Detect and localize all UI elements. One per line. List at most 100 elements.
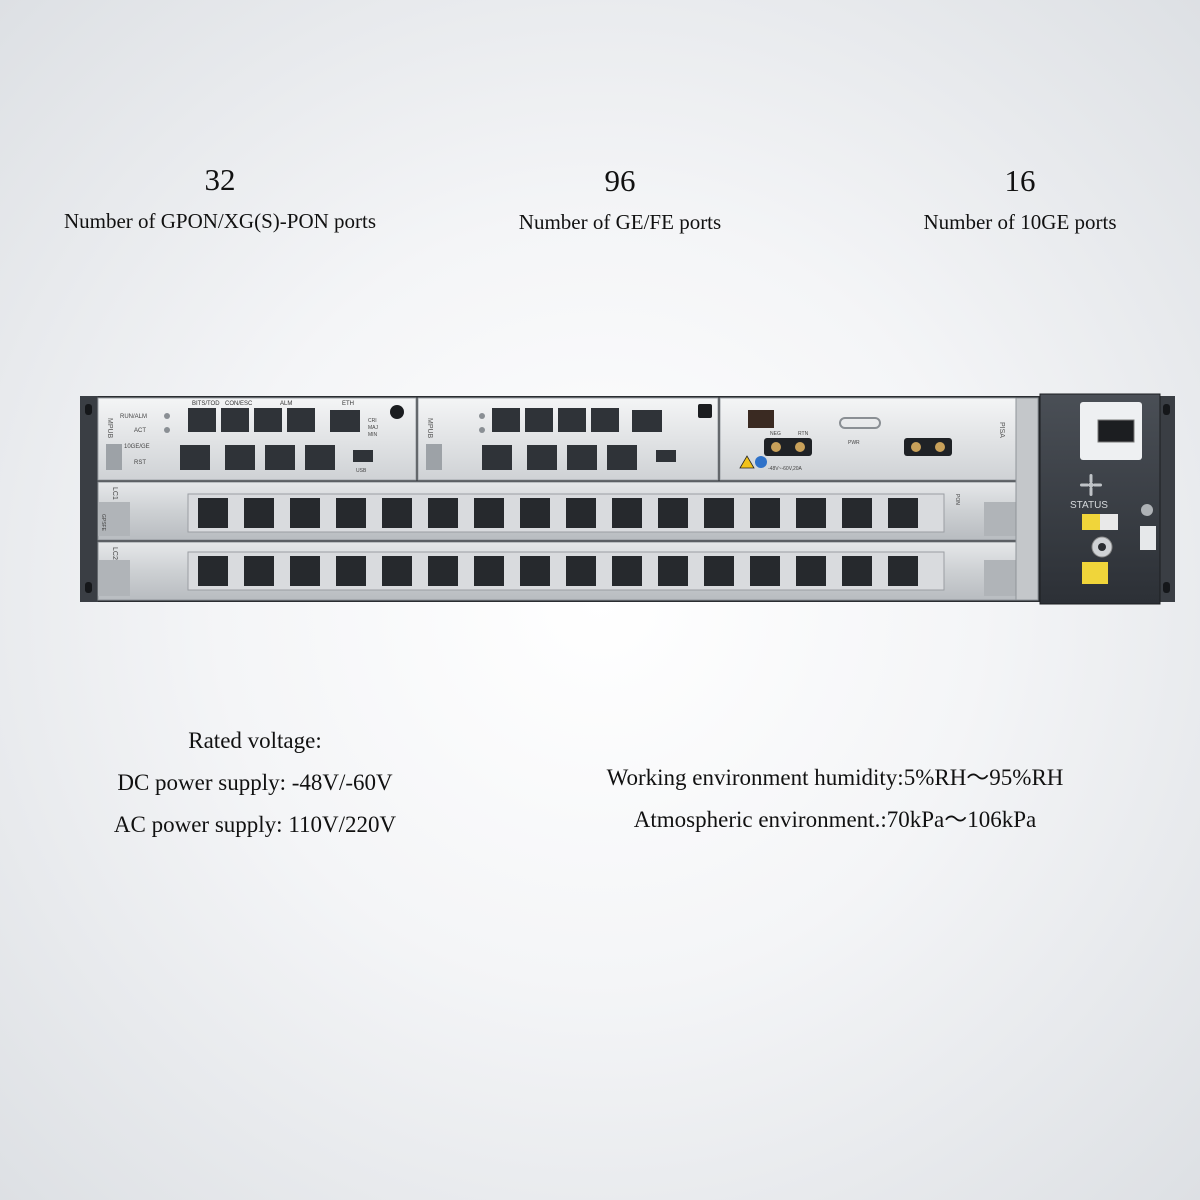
label-eth: ETH xyxy=(342,401,354,407)
label-runalm: RUN/ALM xyxy=(120,414,147,420)
rj45-port xyxy=(188,408,216,432)
label-min: MIN xyxy=(368,432,378,438)
label-maj: MAJ xyxy=(368,425,379,431)
ground-icon xyxy=(1140,526,1156,550)
gpon-port xyxy=(842,498,872,528)
sfp-cage xyxy=(607,445,637,470)
gpon-port xyxy=(704,556,734,586)
card-type: GPSFE xyxy=(100,514,106,532)
power-switch xyxy=(748,410,774,428)
rj45-port xyxy=(221,408,249,432)
env-humidity: Working environment humidity:5%RH～95%RH xyxy=(606,765,1064,790)
label-usb: USB xyxy=(356,468,367,474)
sfp-cage xyxy=(225,445,255,470)
stat-gpon-ports: 32 Number of GPON/XG(S)-PON ports xyxy=(40,162,400,234)
gpon-port xyxy=(244,498,274,528)
gpon-port-row xyxy=(198,498,918,528)
fan-status-panel: STATUS xyxy=(1039,393,1161,605)
stat-label: Number of GPON/XG(S)-PON ports xyxy=(63,209,377,233)
gpon-port xyxy=(520,556,550,586)
gpon-port xyxy=(566,498,596,528)
rj45-port xyxy=(632,410,662,432)
rj45-port xyxy=(591,408,619,432)
line-card-2: LC2 xyxy=(97,541,1017,601)
gpon-port xyxy=(750,556,780,586)
stat-value: 96 xyxy=(604,163,636,198)
mpu-board-right: MPUB xyxy=(417,397,719,481)
gpon-port xyxy=(474,498,504,528)
line-card-1: LC1 GPSFE PON xyxy=(97,481,1017,541)
gpon-port xyxy=(888,556,918,586)
screw xyxy=(1141,504,1153,516)
status-label: STATUS xyxy=(1070,500,1108,511)
sfp-cage xyxy=(482,445,512,470)
gpon-port xyxy=(612,498,642,528)
gpon-port xyxy=(198,556,228,586)
voltage-ac: AC power supply: 110V/220V xyxy=(113,812,397,837)
env-atmosphere: Atmospheric environment.:70kPa～106kPa xyxy=(633,807,1037,832)
rated-voltage-block: Rated voltage: DC power supply: -48V/-60… xyxy=(40,720,470,846)
gpon-port xyxy=(658,556,688,586)
label-neg: NEG xyxy=(770,431,781,437)
gpon-port xyxy=(428,556,458,586)
gpon-port xyxy=(842,556,872,586)
rj45-port xyxy=(287,408,315,432)
sfp-cage xyxy=(527,445,557,470)
warning-icon xyxy=(739,455,755,469)
label-con: CON/ESC xyxy=(225,401,253,407)
label-pwr: PWR xyxy=(848,440,860,446)
psu-name: PISA xyxy=(998,422,1005,438)
ejector-handle xyxy=(984,560,1016,596)
gpon-port-row xyxy=(198,556,918,586)
mpu-left-name: MPUB xyxy=(106,418,113,439)
label-act: ACT xyxy=(134,428,146,434)
lc2-name: LC2 xyxy=(111,547,118,560)
stat-value: 32 xyxy=(204,162,236,197)
rj45-port xyxy=(525,408,553,432)
stat-value: 16 xyxy=(1004,163,1036,198)
gpon-port xyxy=(566,556,596,586)
screw xyxy=(698,404,712,418)
voltage-title: Rated voltage: xyxy=(188,728,322,753)
ejector-handle xyxy=(98,502,130,536)
ejector-handle xyxy=(984,502,1016,536)
environment-block: Working environment humidity:5%RH～95%RH … xyxy=(560,757,1110,841)
sfp-cage xyxy=(180,445,210,470)
gpon-port xyxy=(290,498,320,528)
gpon-port xyxy=(658,498,688,528)
hazard-label-icon xyxy=(1100,514,1118,530)
gpon-port xyxy=(336,498,366,528)
label-bits: BITS/TOD xyxy=(192,401,220,407)
power-board: NEG RTN PWR -48V~-60V,20A PISA xyxy=(719,397,1017,481)
stat-label: Number of GE/FE ports xyxy=(518,210,722,234)
ejector-handle xyxy=(426,444,442,470)
stat-label: Number of 10GE ports xyxy=(923,210,1117,234)
gpon-port xyxy=(888,498,918,528)
label-rst: RST xyxy=(134,460,146,466)
sfp-cage xyxy=(567,445,597,470)
info-icon xyxy=(755,456,767,468)
status-display xyxy=(1097,419,1135,443)
lc1-name: LC1 xyxy=(111,487,118,500)
label-10ge: 10GE/GE xyxy=(124,444,150,450)
rj45-port xyxy=(492,408,520,432)
sfp-cage xyxy=(265,445,295,470)
rj45-port xyxy=(330,410,360,432)
usb-port xyxy=(656,450,676,462)
warning-label-icon xyxy=(1082,514,1100,530)
gpon-port xyxy=(428,498,458,528)
label-cri: CRI xyxy=(368,418,377,424)
mpu-board-left: MPUB RUN/ALM ACT 10GE/GE RST BITS/TOD CO… xyxy=(97,397,417,481)
gpon-port xyxy=(612,556,642,586)
mpu-right-name: MPUB xyxy=(426,418,433,439)
gpon-port xyxy=(796,556,826,586)
fan-icon xyxy=(1080,474,1102,496)
label-alm: ALM xyxy=(280,401,292,407)
power-handle xyxy=(839,417,881,429)
gpon-port xyxy=(796,498,826,528)
gpon-port xyxy=(382,556,412,586)
gpon-port xyxy=(244,556,274,586)
label-pon: PON xyxy=(954,494,960,505)
voltage-dc: DC power supply: -48V/-60V xyxy=(117,770,393,795)
rack-ear-left xyxy=(80,396,98,602)
